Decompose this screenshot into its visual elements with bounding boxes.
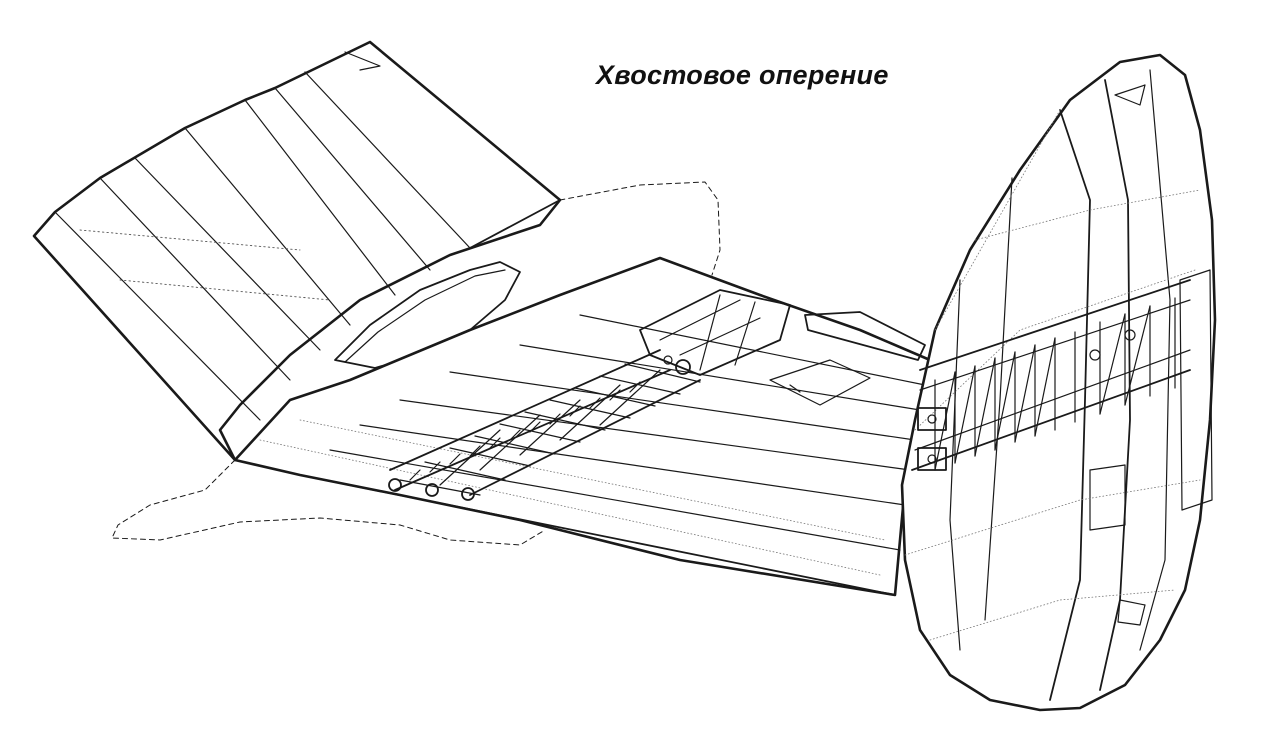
horizontal-stabilizer xyxy=(32,40,562,462)
fin-internal-structure xyxy=(911,279,1191,471)
internal-spar-structure xyxy=(389,289,791,496)
vertical-fin xyxy=(900,53,1217,712)
figure-title: Хвостовое оперение xyxy=(596,60,889,90)
center-section-skin xyxy=(233,256,932,597)
elevator-hinge-fittings xyxy=(388,478,475,501)
